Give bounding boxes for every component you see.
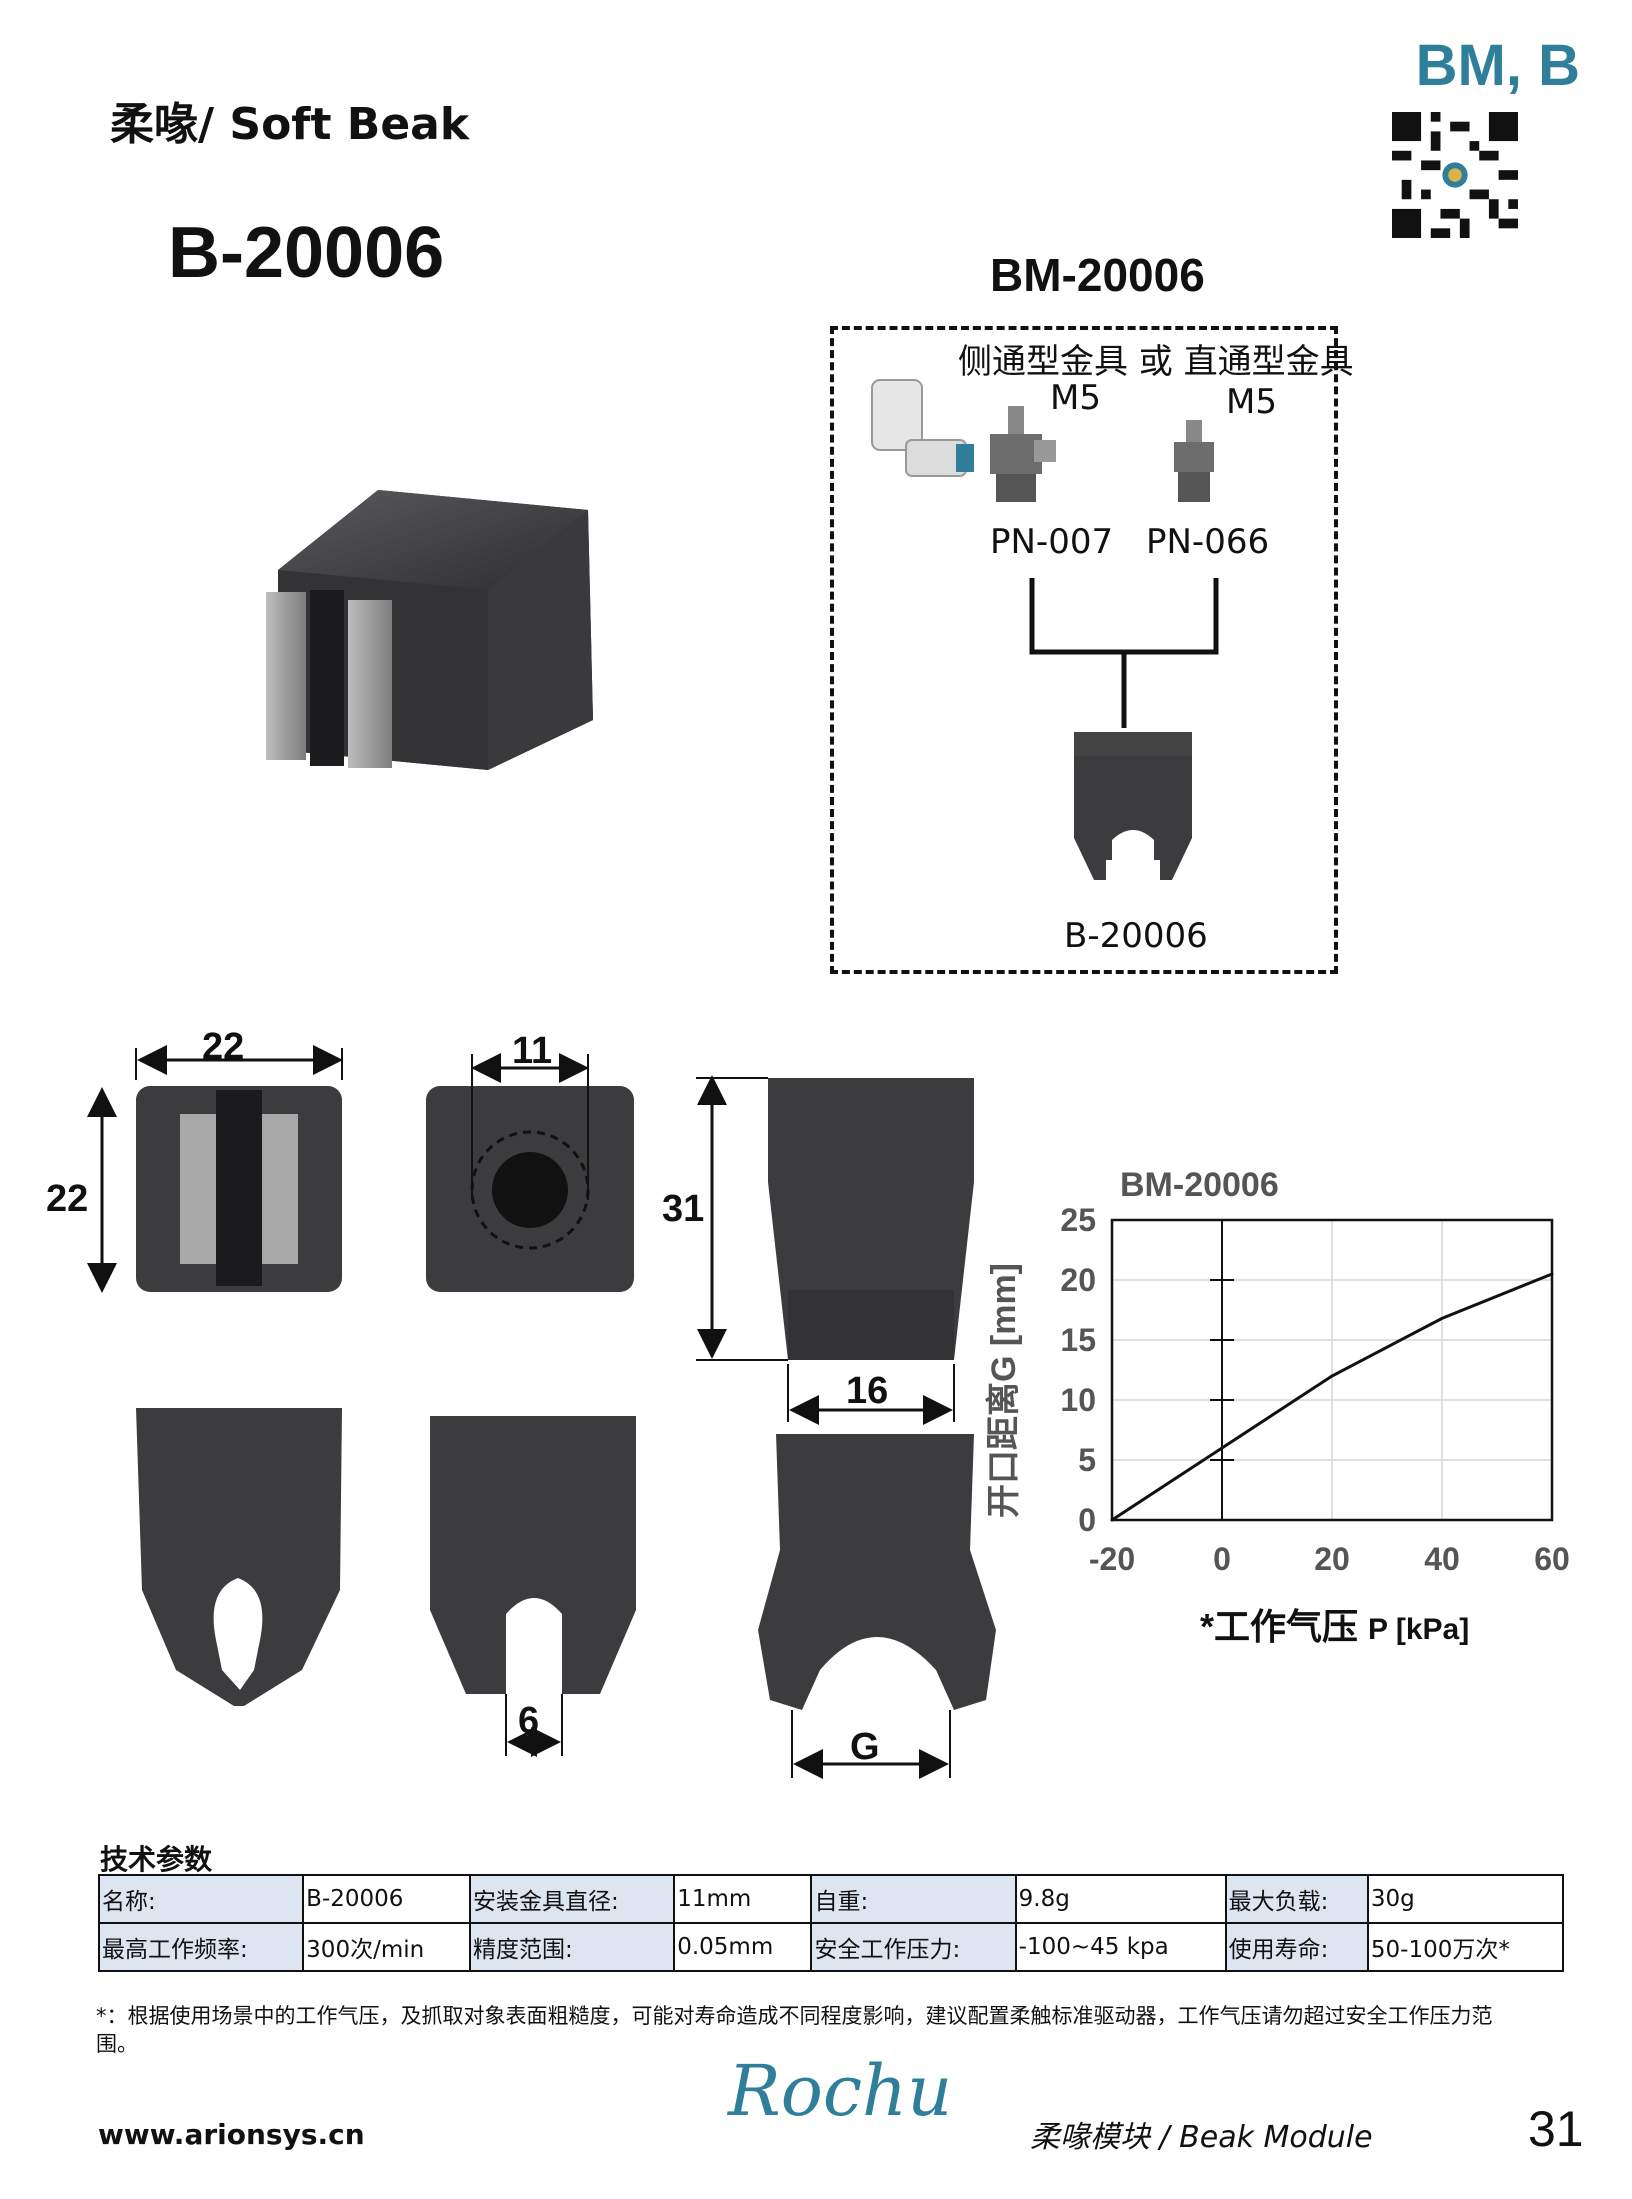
spec-value: 11mm xyxy=(673,1874,813,1924)
chart-x-axis-label: *工作气压 P [kPa] xyxy=(1200,1606,1470,1647)
series-label: BM, B xyxy=(1415,33,1580,98)
spec-value: 0.05mm xyxy=(673,1922,813,1972)
module-number: BM-20006 xyxy=(990,249,1205,301)
chart-x-tick-label: 40 xyxy=(1424,1541,1460,1577)
fitting-left-label: PN-007 xyxy=(990,522,1114,562)
fitting-right-label: PN-066 xyxy=(1146,522,1270,562)
module-name: 柔喙模块 / Beak Module xyxy=(1030,2120,1373,2155)
page-number: 31 xyxy=(1528,2101,1584,2157)
thread-right-label: M5 xyxy=(1226,382,1277,422)
dim-tip-width: 16 xyxy=(846,1370,889,1412)
dim-width: 22 xyxy=(202,1026,245,1068)
spec-value: 30g xyxy=(1366,1874,1565,1924)
spec-label: 精度范围: xyxy=(469,1922,676,1972)
section-title: 柔喙/ Soft Beak xyxy=(110,99,470,150)
chart-frame xyxy=(1110,1218,1554,1522)
chart-title: BM-20006 xyxy=(1120,1166,1279,1204)
chart-x-tick-label: 20 xyxy=(1314,1541,1350,1577)
chart-x-tick-label: 60 xyxy=(1534,1541,1570,1577)
spec-label: 名称: xyxy=(97,1874,305,1924)
spec-label: 安装金具直径: xyxy=(469,1874,676,1924)
spec-title: 技术参数 xyxy=(100,1843,213,1876)
chart-data-point xyxy=(1550,1272,1554,1276)
elbow-fitting-icon xyxy=(871,379,974,477)
dim-height: 22 xyxy=(46,1178,89,1220)
spec-label: 使用寿命: xyxy=(1224,1922,1369,1972)
chart-y-tick-label: 0 xyxy=(1078,1502,1096,1538)
spec-label: 安全工作压力: xyxy=(810,1922,1017,1972)
chart-x-tick-label: 0 xyxy=(1213,1541,1231,1577)
dim-length: 31 xyxy=(662,1188,705,1230)
spec-value: -100~45 kpa xyxy=(1014,1922,1227,1972)
spec-value: B-20006 xyxy=(302,1874,472,1924)
fittings-label: 侧通型金具 或 直通型金具 xyxy=(958,342,1354,382)
fitting-pn066-icon xyxy=(1174,420,1214,502)
footnote: *：根据使用场景中的工作气压，及抓取对象表面粗糙度，可能对寿命造成不同程度影响，… xyxy=(96,2004,1493,2056)
chart-y-tick-label: 20 xyxy=(1060,1262,1096,1298)
chart-data-point xyxy=(1220,1446,1224,1450)
part-number: B-20006 xyxy=(168,213,445,293)
chart-data-point xyxy=(1440,1316,1444,1320)
website-link[interactable]: www.arionsys.cn xyxy=(98,2118,365,2151)
chart-data-point xyxy=(1330,1374,1334,1378)
chart-y-axis-label: 开口距离G [mm] xyxy=(985,1263,1023,1518)
fitting-pn007-icon xyxy=(990,406,1056,502)
spec-label: 最高工作频率: xyxy=(97,1922,305,1972)
spec-value: 9.8g xyxy=(1014,1874,1227,1924)
spec-label: 自重: xyxy=(810,1874,1017,1924)
chart-y-tick-label: 5 xyxy=(1078,1442,1096,1478)
dimension-drawings xyxy=(87,1045,996,1779)
chart-y-tick-label: 10 xyxy=(1060,1382,1096,1418)
chart-data-point xyxy=(1110,1518,1114,1522)
beak-small-icon xyxy=(1074,732,1192,880)
spec-value: 300次/min xyxy=(302,1922,472,1972)
dim-opening: G xyxy=(850,1726,880,1768)
chart-y-tick-label: 15 xyxy=(1060,1322,1096,1358)
dim-bore: 11 xyxy=(512,1030,553,1072)
assembly-diagram xyxy=(830,326,1338,974)
chart-x-tick-label: -20 xyxy=(1089,1541,1135,1577)
spec-value: 50-100万次* xyxy=(1366,1922,1565,1972)
product-3d-image xyxy=(266,490,593,770)
dim-gap: 6 xyxy=(518,1700,540,1742)
beak-label: B-20006 xyxy=(1064,916,1208,956)
assembly-drawing xyxy=(871,379,1219,880)
chart-y-tick-label: 25 xyxy=(1060,1202,1096,1238)
qr-code[interactable] xyxy=(1390,112,1520,238)
brand-logo: Rochu xyxy=(728,2050,953,2132)
spec-label: 最大负载: xyxy=(1224,1874,1369,1924)
thread-left-label: M5 xyxy=(1050,378,1101,418)
